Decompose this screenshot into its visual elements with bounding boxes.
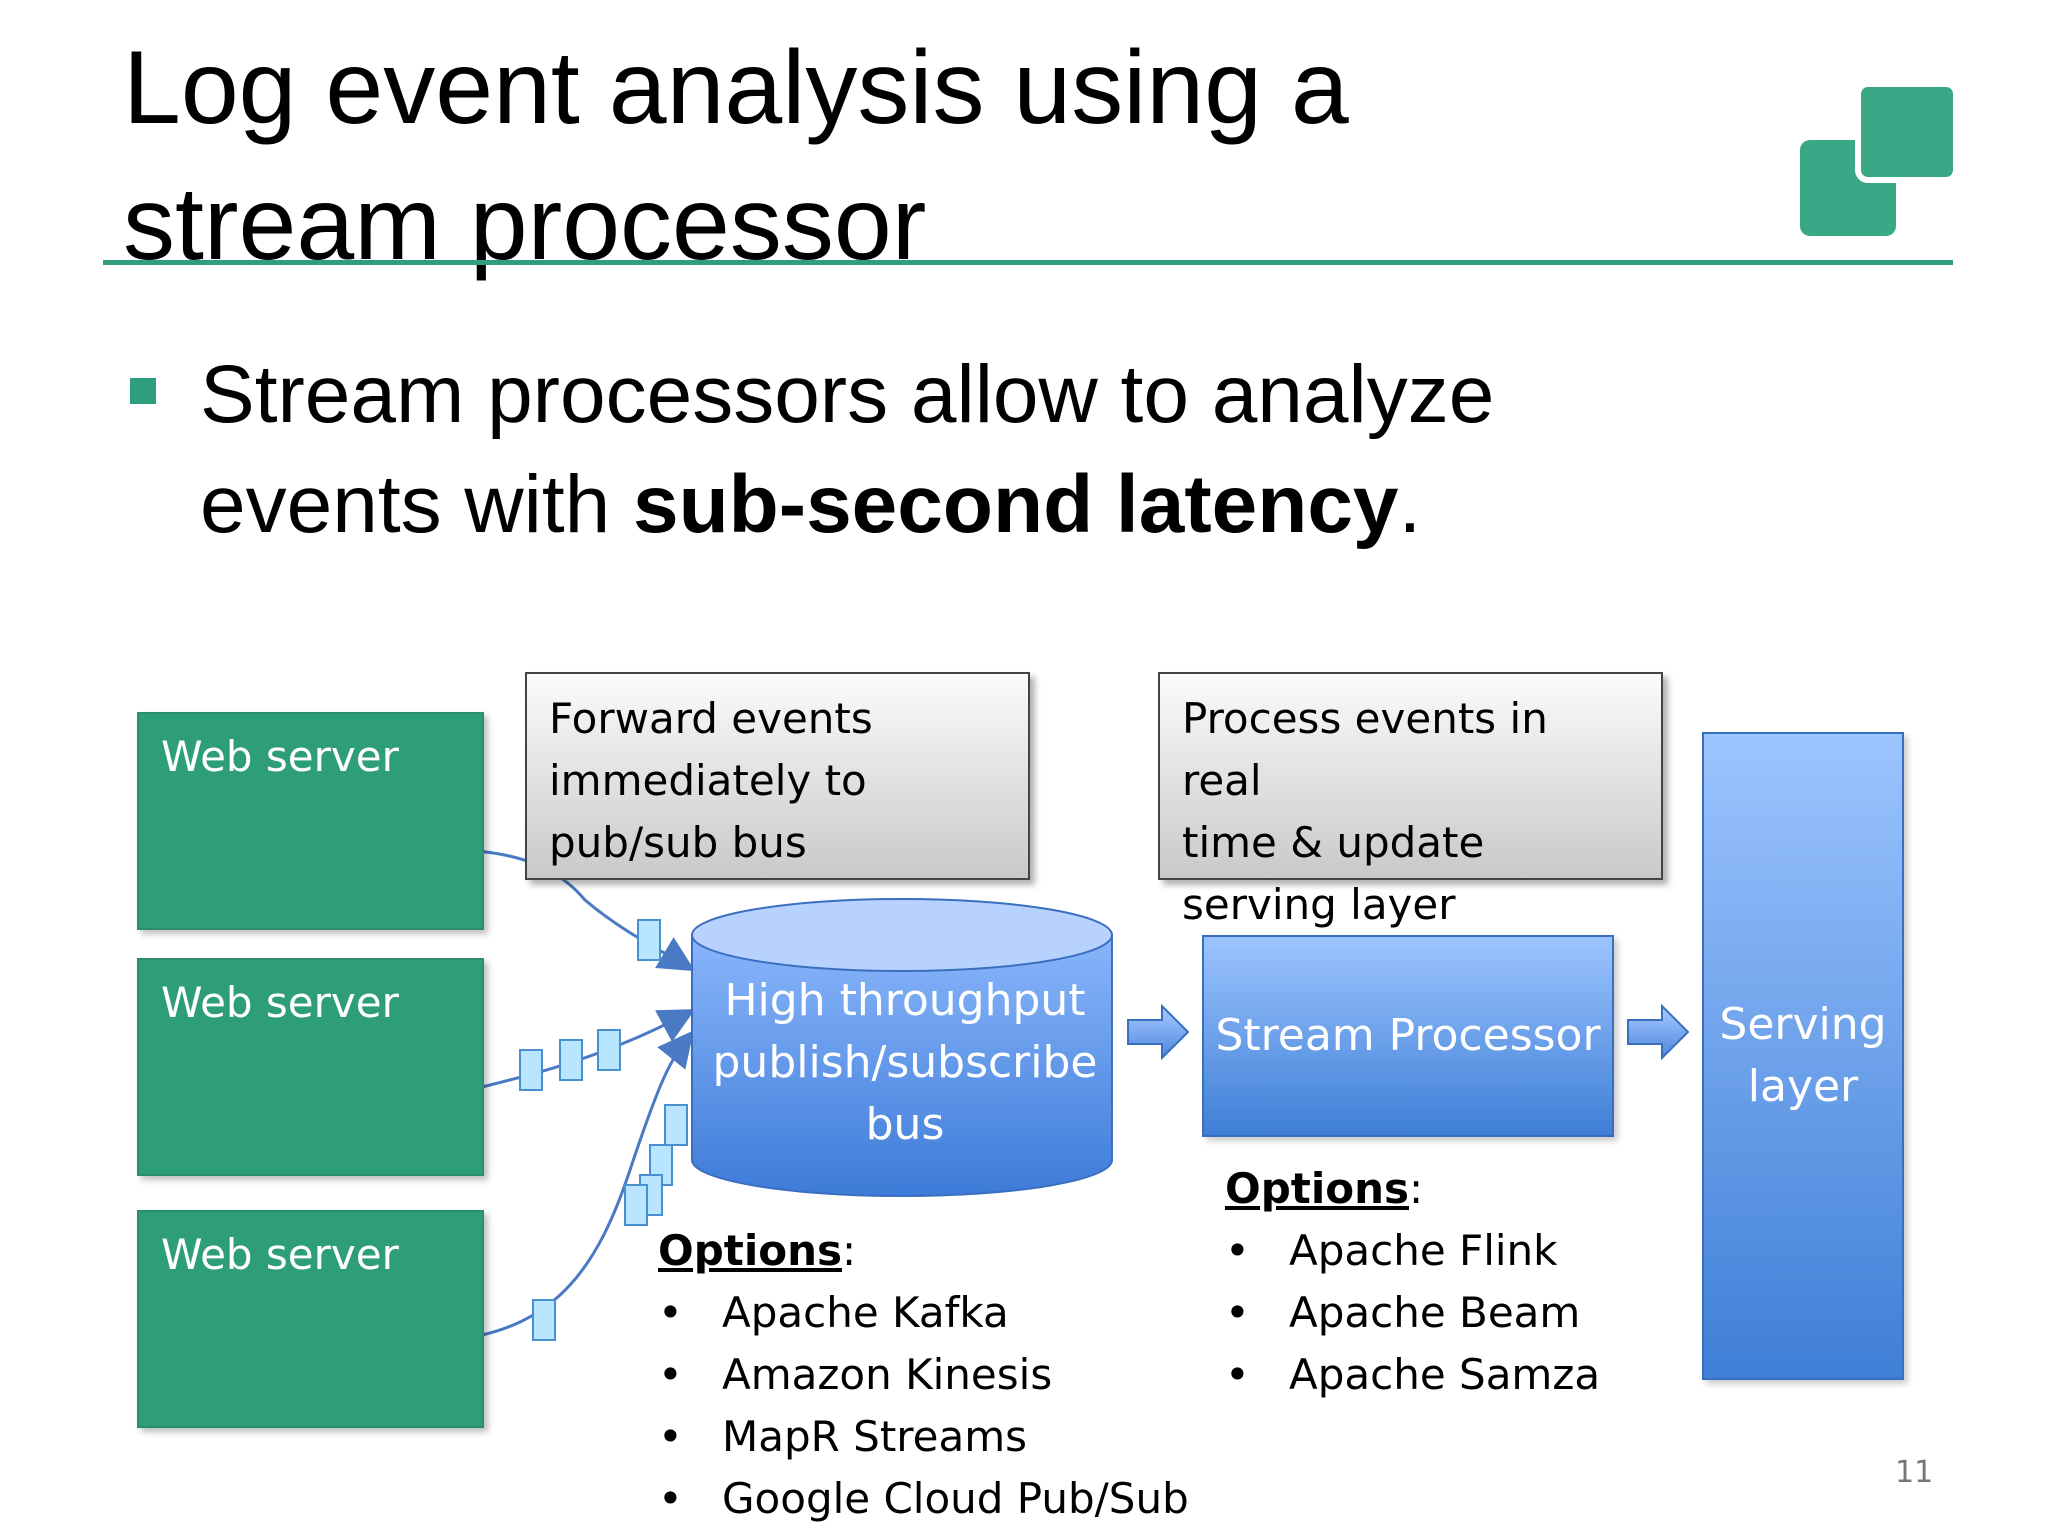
arrow-processor-to-serving	[1627, 1003, 1690, 1061]
bullet-period: .	[1398, 459, 1422, 550]
web-server-box-3: Web server	[137, 1210, 484, 1428]
logo-icon	[1800, 81, 1959, 236]
note-line: Forward events	[549, 694, 873, 743]
bullet-line-1: Stream processors allow to analyze	[200, 349, 1495, 440]
bus-label-line: bus	[865, 1099, 945, 1150]
option-item: Amazon Kinesis	[658, 1344, 1189, 1406]
option-item: Apache Flink	[1225, 1220, 1600, 1282]
bullet-line-2: events with	[200, 459, 633, 550]
serving-layer-box: Serving layer	[1702, 732, 1904, 1380]
option-item: Google Cloud Pub/Sub	[658, 1468, 1189, 1530]
note-line: immediately to	[549, 756, 867, 805]
web-server-box-2: Web server	[137, 958, 484, 1176]
note-line: Process events in real	[1182, 694, 1548, 805]
note-process-events: Process events in real time & update ser…	[1158, 672, 1663, 929]
options-header: Options	[1225, 1164, 1409, 1213]
note-line: time & update	[1182, 818, 1485, 867]
note-forward-events: Forward events immediately to pub/sub bu…	[525, 672, 1030, 880]
bus-options: Options: Apache Kafka Amazon Kinesis Map…	[658, 1220, 1189, 1530]
stream-processor-label: Stream Processor	[1215, 1010, 1601, 1061]
option-item: Apache Beam	[1225, 1282, 1600, 1344]
page-number: 11	[1895, 1455, 1934, 1490]
pubsub-bus-label: High throughput publish/subscribe bus	[695, 970, 1115, 1156]
note-line: pub/sub bus	[549, 818, 807, 867]
processor-options: Options: Apache Flink Apache Beam Apache…	[1225, 1158, 1600, 1406]
slide-title: Log event analysis using a stream proces…	[123, 20, 1349, 292]
option-item: Apache Kafka	[658, 1282, 1189, 1344]
pubsub-bus-cylinder	[691, 898, 1113, 1197]
event-message-icons	[519, 919, 688, 1341]
option-item: MapR Streams	[658, 1406, 1189, 1468]
bullet-emphasis: sub-second latency	[632, 459, 1399, 550]
title-divider	[103, 260, 1953, 265]
bullet-text: Stream processors allow to analyze event…	[200, 340, 1494, 560]
options-header: Options	[658, 1226, 842, 1275]
web-server-label: Web server	[161, 732, 399, 781]
bullet-square-icon	[130, 378, 156, 404]
bus-label-line: publish/subscribe	[712, 1037, 1098, 1088]
web-server-box-1: Web server	[137, 712, 484, 930]
web-server-label: Web server	[161, 1230, 399, 1279]
serving-layer-label: Serving	[1719, 999, 1887, 1050]
web-server-label: Web server	[161, 978, 399, 1027]
stream-processor-box: Stream Processor	[1202, 935, 1614, 1137]
arrow-bus-to-processor	[1127, 1003, 1190, 1061]
option-item: Apache Samza	[1225, 1344, 1600, 1406]
serving-layer-label: layer	[1747, 1061, 1859, 1112]
title-line-1: Log event analysis using a	[123, 30, 1349, 146]
note-line: serving layer	[1182, 880, 1456, 929]
bus-label-line: High throughput	[724, 975, 1086, 1026]
